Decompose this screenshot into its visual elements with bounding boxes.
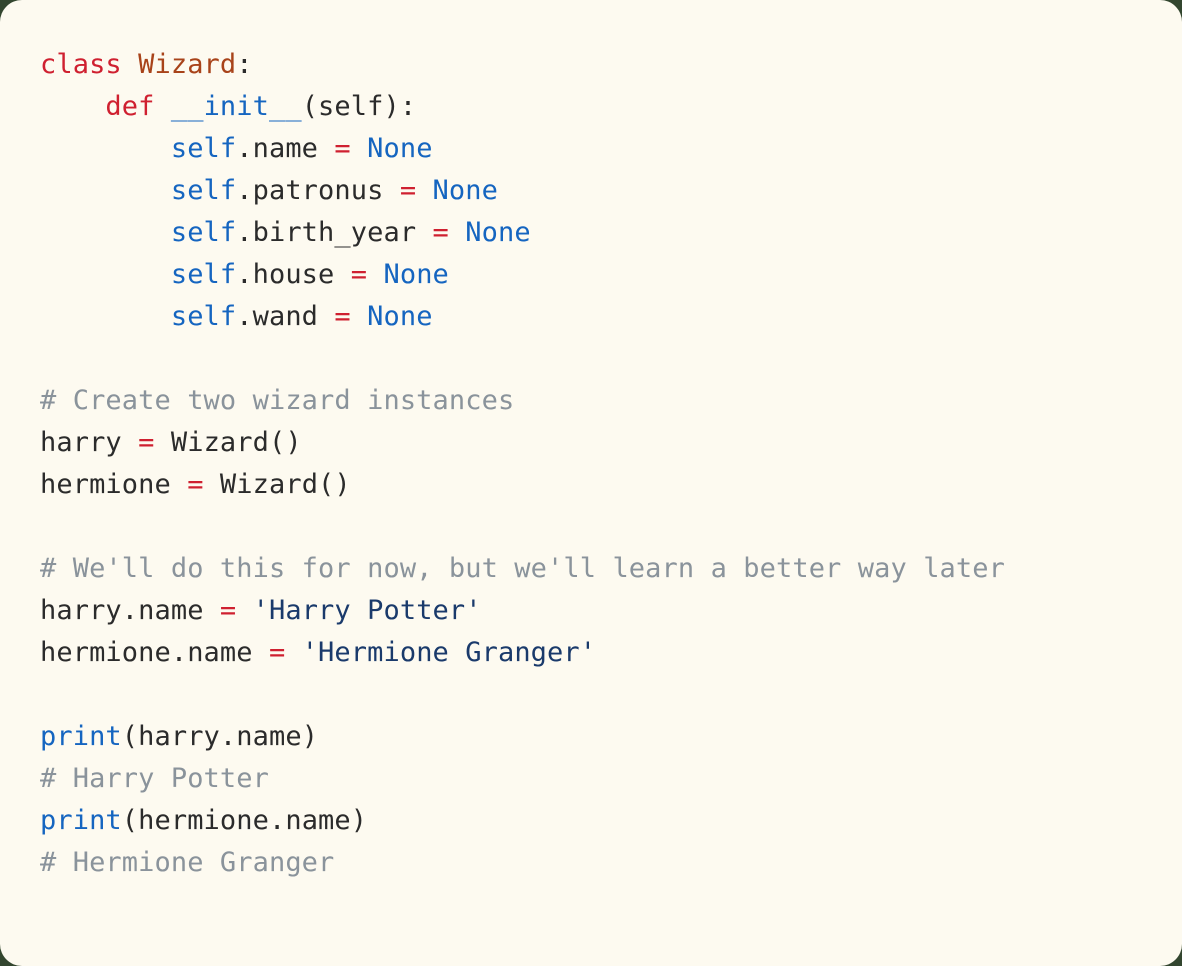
code-token-comment: # Hermione Granger xyxy=(40,847,335,878)
code-line: # Harry Potter xyxy=(40,758,1142,800)
code-line: harry = Wizard() xyxy=(40,422,1142,464)
code-line: self.wand = None xyxy=(40,296,1142,338)
code-token-plain: (self): xyxy=(301,91,417,122)
code-token-plain: Wizard() xyxy=(154,427,302,458)
code-token-builtin: print xyxy=(40,721,122,752)
code-token-self: self xyxy=(170,301,237,332)
code-line xyxy=(40,338,1142,380)
code-token-operator: = xyxy=(187,469,204,500)
code-token-self: self xyxy=(170,217,237,248)
code-token-comment: # We'll do this for now, but we'll learn… xyxy=(40,553,1005,584)
code-line: self.birth_year = None xyxy=(40,212,1142,254)
code-token-funcname: __init__ xyxy=(170,91,302,122)
code-token-plain: hermione xyxy=(40,469,188,500)
code-token-plain xyxy=(155,91,171,122)
code-line: print(harry.name) xyxy=(40,716,1142,758)
code-token-plain xyxy=(367,259,383,290)
code-token-self: self xyxy=(170,259,237,290)
code-token-plain xyxy=(40,91,105,122)
code-token-classdef: Wizard xyxy=(138,49,237,80)
code-token-plain: .patronus xyxy=(236,175,400,206)
code-token-operator: = xyxy=(334,133,351,164)
code-token-plain xyxy=(40,133,171,164)
code-token-comment: # Create two wizard instances xyxy=(40,385,515,416)
code-line: class Wizard: xyxy=(40,44,1142,86)
code-token-plain: .house xyxy=(236,259,351,290)
code-token-plain xyxy=(40,259,171,290)
code-token-operator: = xyxy=(138,427,155,458)
code-token-operator: = xyxy=(399,175,417,206)
code-line: self.house = None xyxy=(40,254,1142,296)
code-token-string: 'Harry Potter' xyxy=(252,595,482,626)
code-token-builtin: print xyxy=(40,805,122,836)
code-line: hermione.name = 'Hermione Granger' xyxy=(40,632,1142,674)
code-token-plain xyxy=(449,217,465,248)
code-line: print(hermione.name) xyxy=(40,800,1142,842)
code-token-const: None xyxy=(367,133,433,164)
code-token-operator: = xyxy=(219,595,237,626)
code-token-plain xyxy=(122,49,138,80)
code-token-plain xyxy=(285,637,301,668)
code-token-plain xyxy=(40,175,171,206)
code-token-plain: hermione.name xyxy=(40,637,269,668)
code-token-const: None xyxy=(465,217,531,248)
code-token-operator: = xyxy=(432,217,449,248)
code-token-keyword: def xyxy=(105,91,155,122)
code-line: # Hermione Granger xyxy=(40,842,1142,884)
code-line: harry.name = 'Harry Potter' xyxy=(40,590,1142,632)
code-line: self.patronus = None xyxy=(40,170,1142,212)
code-token-const: None xyxy=(367,301,433,332)
code-token-plain: .birth_year xyxy=(236,217,433,248)
code-token-self: self xyxy=(170,175,237,206)
code-token-plain: Wizard() xyxy=(203,469,351,500)
code-token-comment: # Harry Potter xyxy=(40,763,269,794)
code-token-plain: (harry.name) xyxy=(121,721,319,752)
code-line: self.name = None xyxy=(40,128,1142,170)
code-line: # Create two wizard instances xyxy=(40,380,1142,422)
code-token-operator: = xyxy=(350,259,368,290)
code-token-keyword: class xyxy=(40,49,122,80)
code-token-const: None xyxy=(432,175,498,206)
code-token-self: self xyxy=(170,133,237,164)
code-token-plain: .wand xyxy=(236,301,335,332)
code-token-plain xyxy=(236,595,252,626)
code-token-plain: harry.name xyxy=(40,595,220,626)
code-token-plain xyxy=(40,301,171,332)
code-token-plain xyxy=(351,133,367,164)
code-token-operator: = xyxy=(334,301,351,332)
code-line: def __init__(self): xyxy=(40,86,1142,128)
code-token-plain xyxy=(351,301,367,332)
code-token-plain: harry xyxy=(40,427,139,458)
code-token-plain: .name xyxy=(236,133,335,164)
code-line xyxy=(40,506,1142,548)
code-token-plain: : xyxy=(236,49,253,80)
code-token-string: 'Hermione Granger' xyxy=(301,637,597,668)
code-token-plain xyxy=(40,217,171,248)
code-token-plain: (hermione.name) xyxy=(121,805,368,836)
code-line: hermione = Wizard() xyxy=(40,464,1142,506)
python-code-block[interactable]: class Wizard: def __init__(self): self.n… xyxy=(40,44,1142,884)
code-token-const: None xyxy=(383,259,449,290)
code-line: # We'll do this for now, but we'll learn… xyxy=(40,548,1142,590)
code-token-operator: = xyxy=(268,637,286,668)
code-line xyxy=(40,674,1142,716)
code-token-plain xyxy=(416,175,432,206)
